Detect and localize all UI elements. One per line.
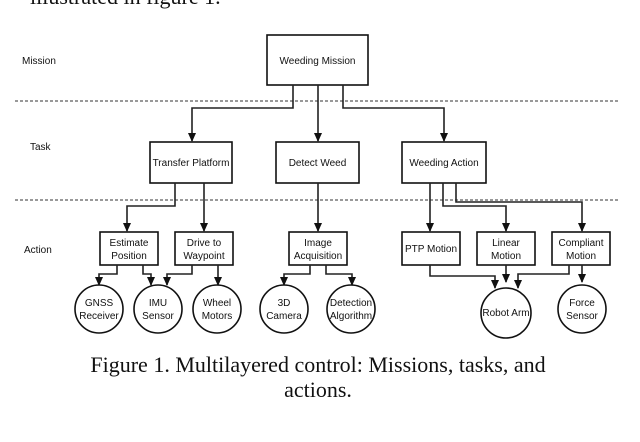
- resource-label: Sensor: [142, 311, 174, 322]
- task-label: Transfer Platform: [153, 158, 230, 169]
- arrow: [514, 265, 570, 289]
- resource-label: GNSS: [85, 298, 114, 309]
- arrow: [280, 265, 311, 286]
- action-label: Motion: [491, 251, 521, 262]
- figure-caption-line-2: actions.: [284, 377, 352, 402]
- action-image-acquisition: Image Acquisition: [288, 231, 348, 266]
- arrow: [188, 85, 294, 142]
- resource-label: Algorithm: [330, 311, 372, 322]
- action-label: Estimate: [110, 238, 149, 249]
- action-label: Acquisition: [294, 251, 342, 262]
- action-label: Compliant: [558, 238, 603, 249]
- resource-label: Robot Arm: [482, 308, 529, 319]
- arrow: [95, 265, 118, 286]
- resource-imu-sensor: IMU Sensor: [133, 284, 183, 334]
- task-label: Detect Weed: [289, 158, 347, 169]
- resource-force-sensor: Force Sensor: [557, 284, 607, 334]
- action-label: Motion: [566, 251, 596, 262]
- resource-label: Detection: [330, 298, 372, 309]
- action-label: PTP Motion: [405, 244, 457, 255]
- resource-label: Motors: [202, 311, 233, 322]
- arrow: [142, 265, 155, 286]
- action-label: Drive to: [187, 238, 222, 249]
- arrow: [429, 265, 499, 289]
- action-linear-motion: Linear Motion: [476, 231, 536, 266]
- arrow: [455, 183, 586, 232]
- action-label: Waypoint: [183, 251, 225, 262]
- layer-label-task: Task: [30, 142, 52, 153]
- task-label: Weeding Action: [409, 158, 478, 169]
- action-label: Position: [111, 251, 147, 262]
- arrow: [163, 265, 193, 286]
- action-label: Image: [304, 238, 332, 249]
- resource-label: Force: [569, 298, 595, 309]
- resource-robot-arm: Robot Arm: [480, 287, 532, 339]
- arrow: [325, 265, 356, 286]
- body-text-top: illustrated in figure 1.: [30, 0, 221, 9]
- layer-label-action: Action: [24, 245, 52, 256]
- action-compliant-motion: Compliant Motion: [551, 231, 611, 266]
- resource-label: Sensor: [566, 311, 598, 322]
- action-estimate-position: Estimate Position: [99, 231, 159, 266]
- resource-label: IMU: [149, 298, 167, 309]
- task-detect-weed: Detect Weed: [275, 141, 360, 184]
- arrow: [442, 183, 510, 232]
- resource-3d-camera: 3D Camera: [259, 284, 309, 334]
- resource-gnss-receiver: GNSS Receiver: [74, 284, 124, 334]
- resource-label: Wheel: [203, 298, 231, 309]
- resource-label: 3D: [278, 298, 291, 309]
- layer-label-mission: Mission: [22, 56, 56, 67]
- mission-label: Weeding Mission: [280, 56, 356, 67]
- arrow: [123, 183, 176, 232]
- resource-label: Receiver: [79, 311, 119, 322]
- resource-wheel-motors: Wheel Motors: [192, 284, 242, 334]
- action-label: Linear: [492, 238, 520, 249]
- figure-caption-line-1: Figure 1. Multilayered control: Missions…: [90, 352, 545, 377]
- resource-detection-algorithm: Detection Algorithm: [326, 284, 376, 334]
- task-weeding-action: Weeding Action: [401, 141, 487, 184]
- resource-label: Camera: [266, 311, 302, 322]
- action-drive-to-waypoint: Drive to Waypoint: [174, 231, 234, 266]
- arrow: [342, 85, 448, 142]
- action-ptp-motion: PTP Motion: [401, 231, 461, 266]
- task-transfer-platform: Transfer Platform: [149, 141, 233, 184]
